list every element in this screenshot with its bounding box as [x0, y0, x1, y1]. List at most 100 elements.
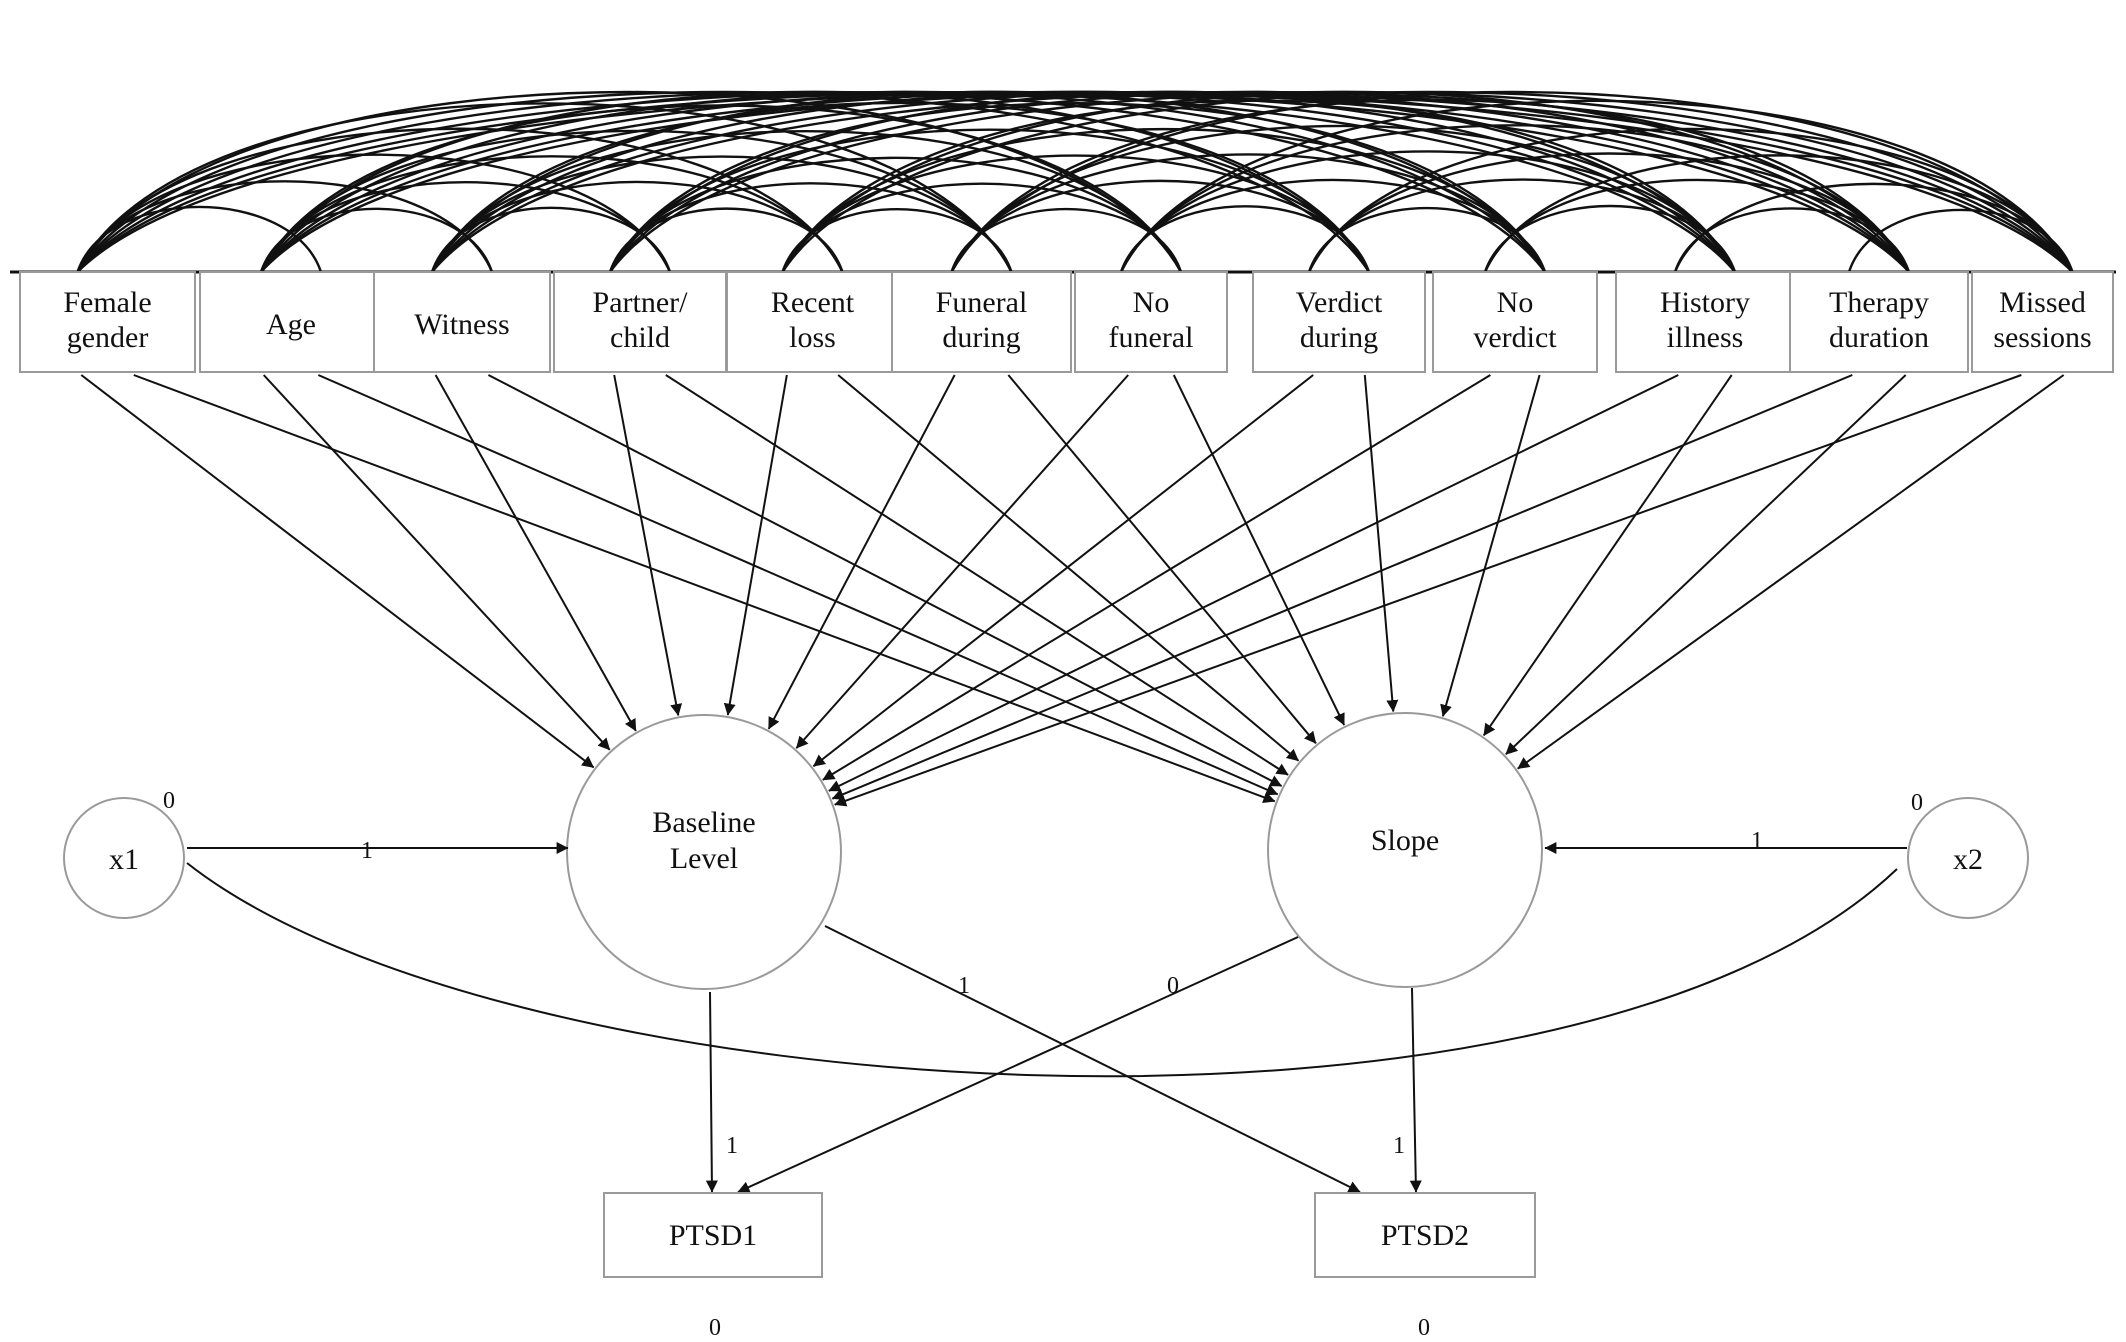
covariance-arc: [259, 104, 1183, 273]
covariance-arc: [1119, 99, 2074, 273]
covariance-arc: [259, 90, 1547, 273]
predictor-label: Recent: [771, 286, 855, 319]
slope-to-ptsd2-label: 1: [1393, 1133, 1405, 1159]
svg-text:x1: x1: [109, 843, 139, 876]
covariance-arc: [1119, 150, 1737, 273]
covariance-arc: [76, 90, 1183, 273]
baseline-to-ptsd2-path: [824, 925, 1361, 1193]
svg-text:x2: x2: [1953, 843, 1983, 876]
arrow-partner_child-to-baseline: [613, 374, 683, 716]
x2-variance-label: 0: [1911, 790, 1923, 816]
covariance-arc: [608, 102, 1547, 273]
x1-variance-label: 0: [163, 788, 175, 814]
arrow-no_verdict-to-baseline: [822, 374, 1491, 781]
arrow-age-to-slope: [317, 374, 1279, 796]
covariance-arc: [1483, 154, 2074, 273]
arrow-no_verdict-to-slope: [1440, 374, 1541, 717]
arrow-verdict_during-to-slope: [1363, 374, 1399, 713]
ptsd2-residual-label: 0: [1418, 1315, 1430, 1341]
covariance-arc: [1119, 124, 1911, 273]
arrow-no_funeral-to-baseline: [795, 374, 1129, 749]
arrow-history_illness-to-baseline: [828, 374, 1679, 792]
predictor-label: gender: [67, 321, 149, 354]
slope-node: Slope: [1267, 712, 1543, 988]
predictor-label: Funeral: [936, 286, 1028, 319]
covariance-arc: [781, 90, 2074, 273]
covariance-arc: [1847, 208, 2074, 273]
arrow-witness-to-slope: [487, 374, 1283, 787]
slope-to-ptsd1-path: [737, 936, 1299, 1193]
arrow-partner_child-to-slope: [665, 374, 1289, 776]
covariance-arc: [781, 182, 1183, 273]
arrow-history_illness-to-slope: [1482, 374, 1733, 737]
predictor-label: Witness: [414, 308, 509, 341]
predictor-label: No: [1497, 286, 1534, 319]
covariance-arc: [76, 90, 1371, 273]
predictor-label: illness: [1667, 321, 1744, 354]
covariance-arc: [950, 98, 1911, 273]
svg-text:Level: Level: [670, 842, 738, 875]
covariance-arc: [1307, 152, 1911, 273]
predictor-label: Therapy: [1829, 286, 1929, 319]
svg-text:PTSD2: PTSD2: [1381, 1219, 1469, 1252]
arrow-funeral_during-to-slope: [1007, 374, 1317, 744]
predictor-label: verdict: [1473, 321, 1557, 354]
predictor-label: funeral: [1109, 321, 1194, 354]
covariance-arc: [430, 180, 844, 273]
svg-text:Slope: Slope: [1371, 824, 1439, 857]
arrow-recent_loss-to-baseline: [723, 374, 788, 716]
covariance-arc: [781, 208, 1013, 273]
covariance-arc: [1307, 127, 2074, 273]
arrow-age-to-baseline: [262, 374, 611, 751]
predictor-partner-child-box: Partner/child: [553, 271, 727, 373]
predictor-label: sessions: [1993, 321, 2091, 354]
x2-to-slope-label: 1: [1751, 828, 1763, 854]
predictor-label: No: [1133, 286, 1170, 319]
covariance-arc: [259, 90, 1371, 273]
predictor-label: loss: [789, 321, 836, 354]
ptsd2-box: PTSD2: [1314, 1192, 1536, 1278]
covariance-arc: [950, 208, 1183, 273]
arrow-verdict_during-to-baseline: [812, 374, 1314, 768]
covariance-arc: [430, 101, 1371, 273]
arrow-female_gender-to-baseline: [80, 374, 595, 769]
x1-x2-covariance: [186, 862, 1898, 1078]
arrow-therapy_duration-to-baseline: [831, 374, 1853, 800]
arrow-therapy_duration-to-slope: [1505, 374, 1907, 756]
covariance-arc: [781, 99, 1737, 273]
baseline-to-ptsd1-path: [705, 991, 718, 1193]
predictor-label: during: [942, 321, 1020, 354]
svg-text:Baseline: Baseline: [652, 806, 755, 839]
predictor-label: Verdict: [1296, 286, 1383, 319]
predictor-age-box: Age: [199, 271, 383, 373]
predictor-label: child: [610, 321, 670, 354]
regression-paths: [80, 374, 2065, 807]
arrow-witness-to-baseline: [434, 374, 637, 732]
x2-node: x2 0: [1907, 790, 2029, 919]
slope-to-ptsd2-path: [1409, 987, 1422, 1193]
predictor-label: Missed: [1999, 286, 2086, 319]
predictor-label: Age: [266, 308, 316, 341]
arrow-funeral_during-to-baseline: [767, 374, 956, 730]
arrow-missed_sessions-to-baseline: [834, 374, 2022, 807]
x1-node: x1 0: [63, 788, 185, 919]
slope-to-ptsd1-label: 0: [1167, 973, 1179, 999]
predictor-label: Partner/: [593, 286, 689, 319]
ptsd1-box: PTSD1: [603, 1192, 823, 1278]
baseline-level-node: Baseline Level: [566, 714, 842, 990]
covariance-arc: [609, 90, 2074, 273]
arrow-missed_sessions-to-slope: [1517, 374, 2065, 770]
baseline-to-ptsd2-label: 1: [958, 973, 970, 999]
baseline-to-ptsd1-label: 1: [726, 1133, 738, 1159]
predictor-covariance-arcs: [76, 90, 2074, 273]
